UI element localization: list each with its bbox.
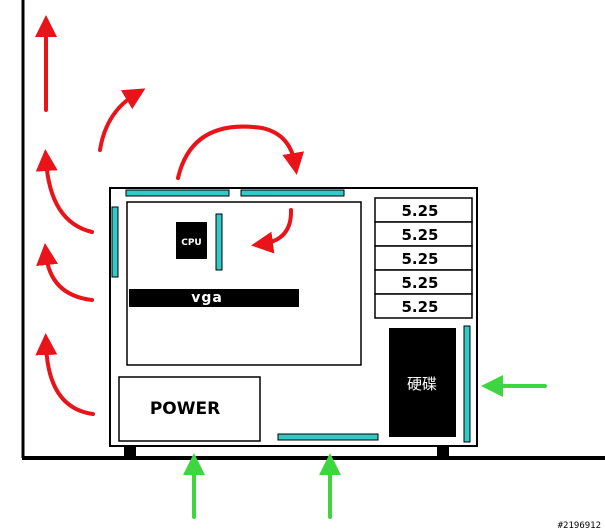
drive-bay bbox=[374, 293, 473, 319]
cpu-label: CPU bbox=[181, 238, 202, 248]
arrow-hook-icon bbox=[251, 208, 294, 254]
power-label: POWER bbox=[150, 399, 220, 419]
drive-bay-label: 5.25 bbox=[401, 202, 438, 220]
drive-bay bbox=[374, 221, 473, 247]
arrow-curved-icon bbox=[35, 149, 94, 234]
fans bbox=[111, 189, 471, 443]
drive-bay-label: 5.25 bbox=[401, 298, 438, 316]
arrow-curved-icon bbox=[98, 88, 146, 152]
drive-bay-label: 5.25 bbox=[401, 226, 438, 244]
arrow-curved-icon bbox=[35, 333, 95, 416]
motherboard bbox=[126, 201, 362, 366]
hard-disk bbox=[389, 328, 456, 437]
cpu-chip bbox=[176, 222, 207, 259]
fan-icon bbox=[215, 213, 223, 271]
case-foot-right bbox=[437, 446, 449, 457]
drive-bay-label: 5.25 bbox=[401, 274, 438, 292]
hot-air-arrows bbox=[35, 15, 305, 416]
drive-bay bbox=[374, 197, 473, 223]
watermark: #2196912 bbox=[558, 521, 601, 531]
power-supply bbox=[118, 376, 261, 442]
fan-icon bbox=[111, 206, 119, 278]
fan-icon bbox=[240, 189, 345, 197]
drive-bay bbox=[374, 269, 473, 295]
arrow-curved-icon bbox=[176, 124, 305, 180]
fan-icon bbox=[463, 325, 471, 443]
case-foot-left bbox=[124, 446, 136, 457]
arrow-curved-icon bbox=[36, 243, 94, 302]
drive-bays: 5.25 5.25 5.25 5.25 5.25 bbox=[374, 197, 473, 319]
hard-disk-label: 硬碟 bbox=[407, 375, 437, 393]
cool-air-arrows bbox=[183, 375, 547, 519]
drive-bay-label: 5.25 bbox=[401, 250, 438, 268]
vga-card bbox=[129, 289, 299, 307]
fan-icon bbox=[125, 189, 230, 197]
vga-label: vga bbox=[191, 290, 223, 306]
drive-bay bbox=[374, 245, 473, 271]
fan-icon bbox=[277, 433, 379, 441]
